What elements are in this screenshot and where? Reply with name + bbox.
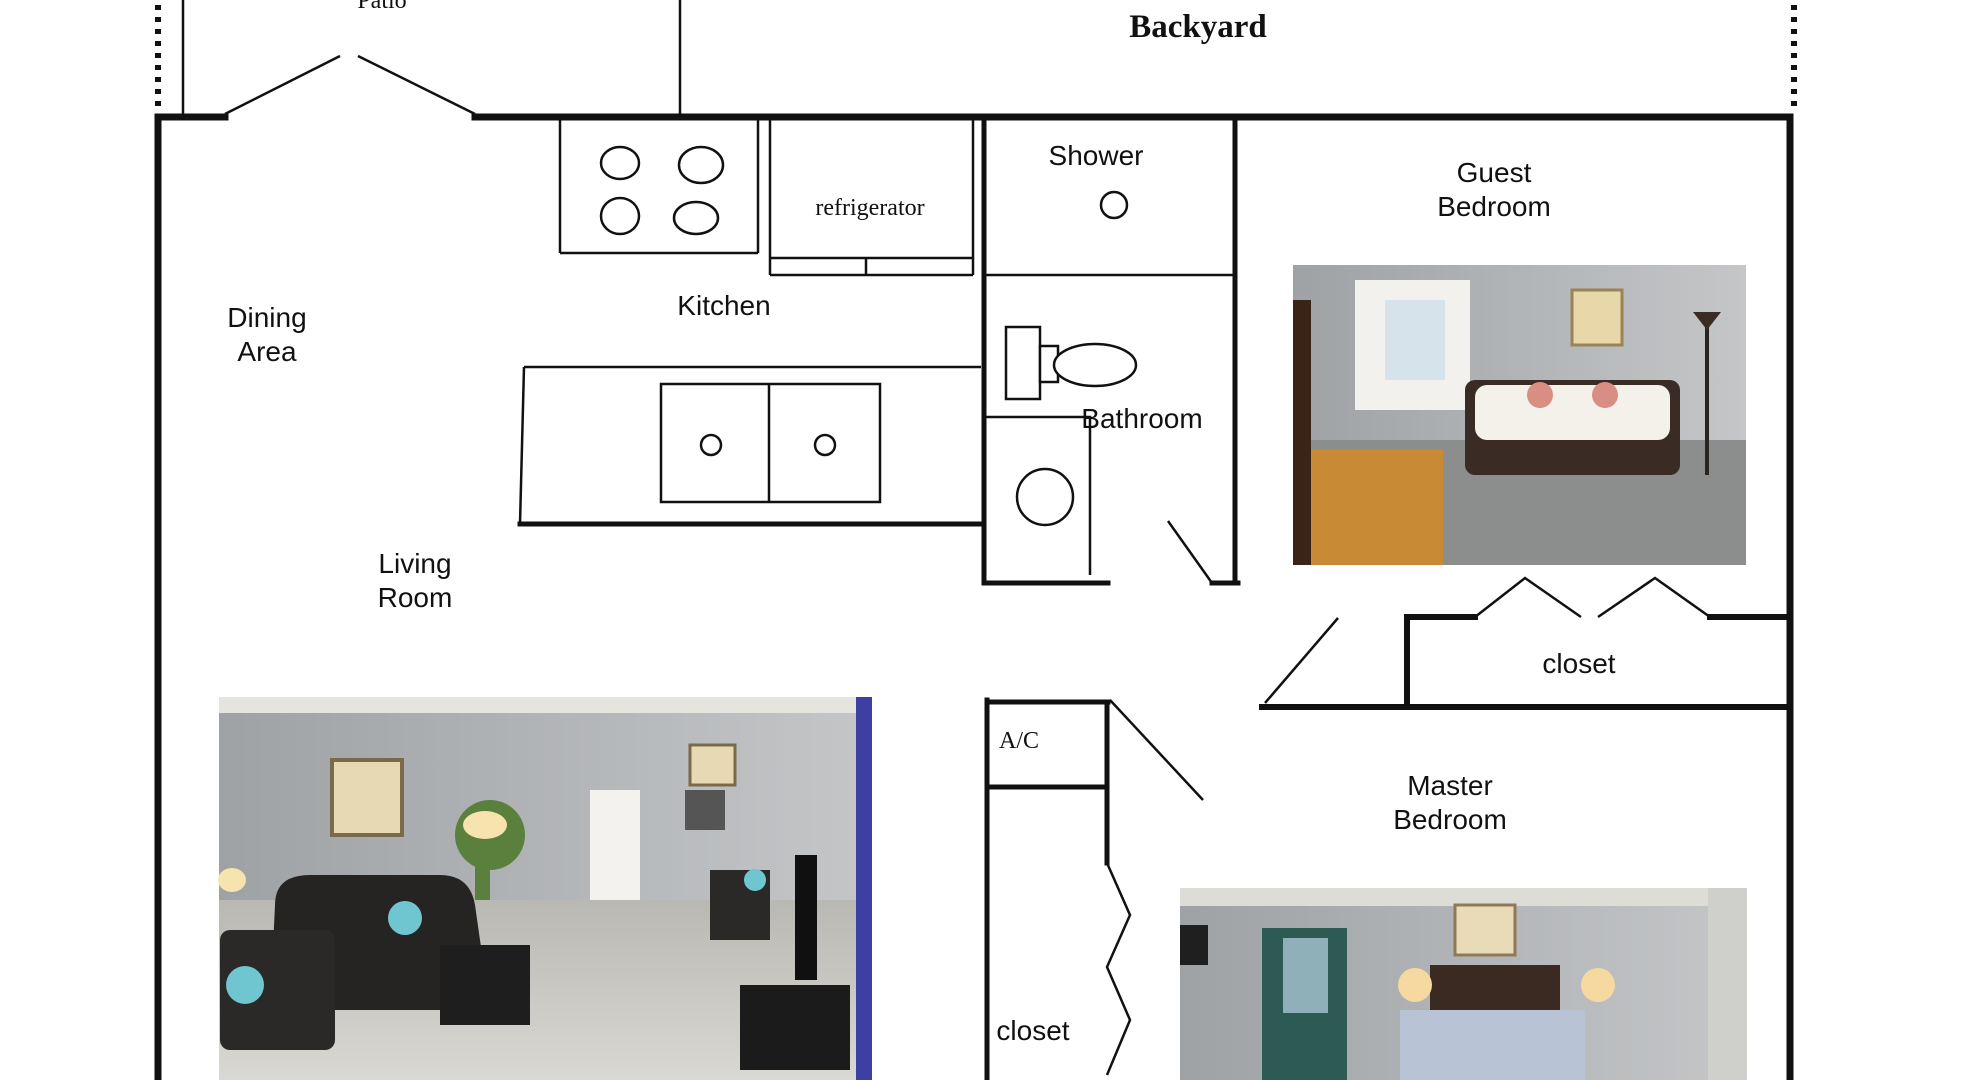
- bathroom-label: Bathroom: [1081, 403, 1202, 434]
- kitchen-label: Kitchen: [677, 290, 770, 321]
- master-closet-label: closet: [996, 1015, 1069, 1046]
- living-room-label-line1: Living: [378, 548, 451, 579]
- refrigerator: refrigerator: [768, 117, 975, 277]
- guest-bedroom-photo: [1293, 265, 1746, 565]
- ac-label: A/C: [999, 728, 1039, 754]
- burner-icon: [672, 200, 720, 236]
- master-bedroom-label-line2: Bedroom: [1393, 804, 1507, 835]
- burner-icon: [599, 145, 641, 181]
- sink: [659, 382, 882, 504]
- toilet-icon: [1004, 325, 1138, 401]
- sink-basin-icon: [1015, 467, 1075, 527]
- dining-area-label-line2: Area: [237, 336, 297, 367]
- closet-bifold-door: [1105, 862, 1132, 1076]
- patio-label: Patio: [357, 0, 406, 14]
- guest-bedroom-label-line2: Bedroom: [1437, 191, 1551, 222]
- stove: [558, 117, 760, 255]
- guest-bedroom-door: [1264, 617, 1339, 704]
- guest-closet-label: closet: [1542, 648, 1615, 679]
- guest-closet: [1259, 576, 1793, 710]
- master-bedroom-photo: [1180, 888, 1747, 1080]
- living-room-label-line2: Room: [378, 582, 453, 613]
- dining-area-label-line1: Dining: [227, 302, 306, 333]
- bathroom-sink: [984, 415, 1092, 575]
- master-bedroom-label-line1: Master: [1407, 770, 1493, 801]
- exterior-walls: [154, 113, 1794, 1080]
- guest-bedroom-label-line1: Guest: [1457, 157, 1532, 188]
- drain-icon: [813, 433, 837, 457]
- living-room-photo: [218, 697, 872, 1080]
- bathroom-door: [1166, 520, 1214, 584]
- backyard-label: Backyard: [1129, 9, 1267, 45]
- shower-label: Shower: [1049, 140, 1144, 171]
- kitchen-counter: [517, 365, 984, 527]
- refrigerator-label: refrigerator: [815, 195, 924, 221]
- bathroom-walls: [981, 114, 1241, 586]
- shower-drain-icon: [1099, 190, 1129, 220]
- master-bedroom-door: [1109, 699, 1204, 801]
- burner-icon: [677, 145, 725, 185]
- ac-closet: [984, 697, 1204, 1080]
- drain-icon: [699, 433, 723, 457]
- burner-icon: [599, 196, 641, 236]
- patio: [181, 0, 682, 116]
